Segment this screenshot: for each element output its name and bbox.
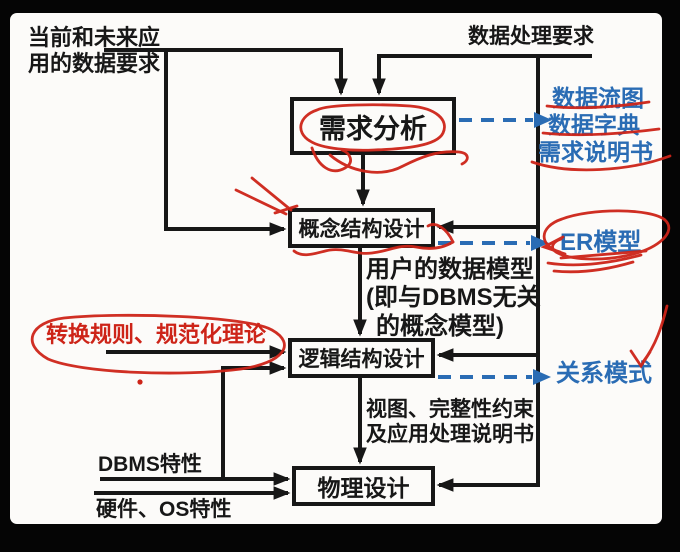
source-rules-label: 转换规则、规范化理论 xyxy=(46,322,267,347)
stage-logical-box: 逻辑结构设计 xyxy=(288,338,435,378)
stage-logical-label: 逻辑结构设计 xyxy=(298,348,425,371)
note-views-spec-line2: 及应用处理说明书 xyxy=(366,422,534,446)
stage-physical-box: 物理设计 xyxy=(292,466,435,506)
source-topright-label: 数据处理要求 xyxy=(468,25,594,48)
note-user-data-model-line3: 的概念模型) xyxy=(376,312,504,340)
artifact-dictionary-label: 数据字典 xyxy=(548,112,640,138)
stage-conceptual-label: 概念结构设计 xyxy=(298,218,425,241)
artifact-spec-label: 需求说明书 xyxy=(538,139,653,165)
artifact-er-label: ER模型 xyxy=(560,229,642,256)
stage-requirements-box: 需求分析 xyxy=(290,97,456,155)
stage-conceptual-box: 概念结构设计 xyxy=(288,208,435,248)
source-dbms-label: DBMS特性 xyxy=(98,453,202,476)
artifact-relational-label: 关系模式 xyxy=(556,360,652,387)
note-user-data-model-line2: (即与DBMS无关 xyxy=(366,284,541,312)
source-topleft-label: 当前和未来应 用的数据要求 xyxy=(28,25,160,77)
note-user-data-model: 用户的数据模型 (即与DBMS无关 的概念模型) xyxy=(366,256,541,341)
note-views-spec-line1: 视图、完整性约束 xyxy=(366,398,534,421)
source-topleft-line1: 当前和未来应 xyxy=(28,25,161,50)
source-hardware-label: 硬件、OS特性 xyxy=(96,498,232,521)
stage-physical-label: 物理设计 xyxy=(317,475,410,501)
stage-requirements-label: 需求分析 xyxy=(319,113,427,144)
source-topleft-line2: 用的数据要求 xyxy=(28,50,161,76)
artifact-dataflow-label: 数据流图 xyxy=(552,85,644,111)
note-user-data-model-line1: 用户的数据模型 xyxy=(366,256,534,283)
note-views-spec: 视图、完整性约束 及应用处理说明书 xyxy=(366,398,534,448)
